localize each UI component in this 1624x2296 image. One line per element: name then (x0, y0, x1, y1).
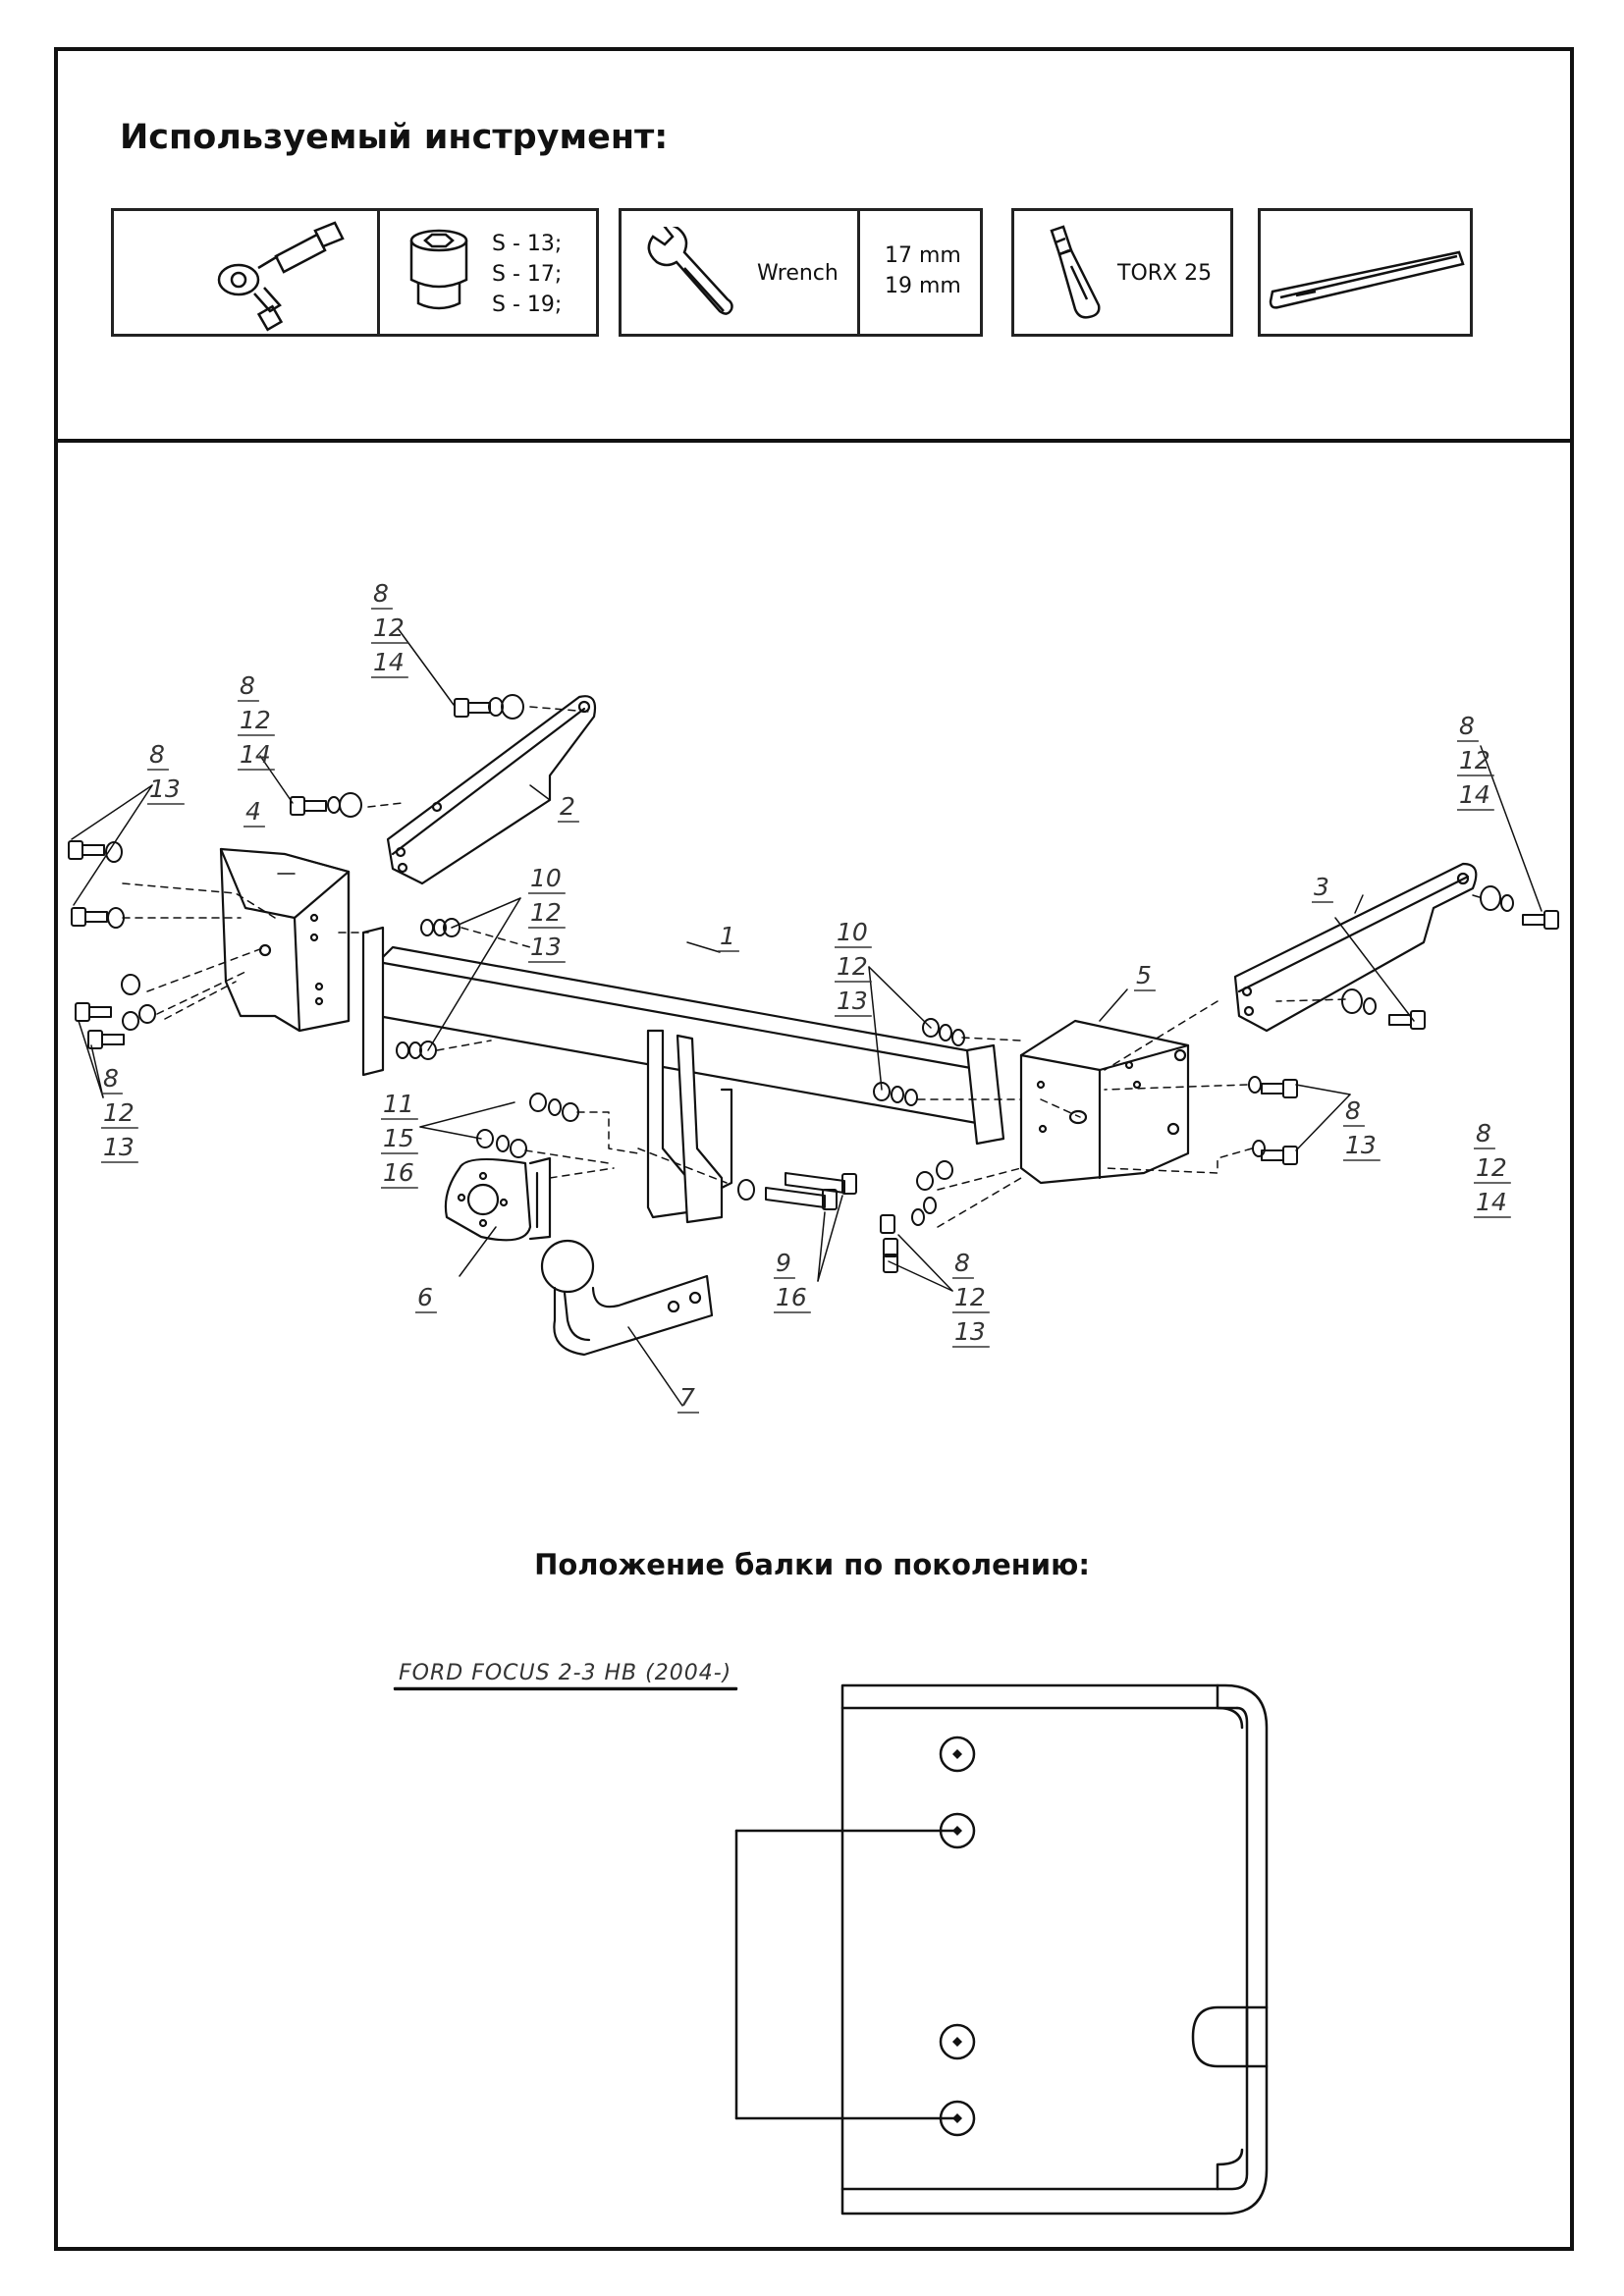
callout-group-top-left: 8 12 14 (371, 579, 408, 678)
callout-13: 13 (103, 1133, 135, 1161)
callout-14: 14 (1476, 1188, 1507, 1216)
wrench-icon (647, 227, 733, 315)
generation-heading: Положение балки по поколению: (534, 1548, 1090, 1581)
socket-icon (409, 229, 468, 310)
callout-part-7: 7 (679, 1383, 695, 1412)
callout-13: 13 (1345, 1131, 1377, 1159)
section-divider (54, 439, 1574, 443)
callout-part-6: 6 (417, 1283, 433, 1311)
callout-12: 12 (1459, 746, 1490, 774)
callout-12: 12 (954, 1283, 986, 1311)
callout-12: 12 (373, 614, 405, 642)
tool-box-ratchet-socket: S - 13; S - 17; S - 19; (111, 208, 599, 337)
socket-size-19: S - 19; (492, 293, 563, 317)
callout-part-1: 1 (720, 922, 735, 950)
pry-bar-icon (1269, 250, 1465, 309)
wrench-size-19: 19 mm (885, 274, 961, 298)
part-bracket-4 (219, 847, 351, 1033)
part-bracket-3 (1233, 862, 1478, 1033)
torx-label: TORX 25 (1117, 261, 1213, 286)
leader-lines (71, 627, 1543, 1407)
part-beam (361, 926, 1005, 1224)
callout-16: 16 (776, 1283, 807, 1311)
callout-part-2: 2 (560, 792, 575, 821)
wrench-size-17: 17 mm (885, 243, 961, 268)
beam-position-plate (393, 1683, 1269, 2216)
tool-box-separator (377, 211, 380, 334)
callout-14: 14 (373, 648, 405, 676)
callout-13: 13 (149, 774, 181, 803)
callout-12: 12 (1476, 1153, 1507, 1182)
callout-part-4: 4 (245, 797, 261, 826)
torx-bit-icon (1050, 225, 1101, 319)
callout-8: 8 (1345, 1096, 1361, 1125)
callout-group-left-lower: 8 12 13 (101, 1064, 138, 1163)
callout-group-left-upper: 8 12 14 (238, 671, 275, 771)
socket-size-17: S - 17; (492, 262, 563, 287)
callout-12: 12 (240, 706, 271, 734)
wrench-sizes: 17 mm 19 mm (885, 240, 961, 301)
callout-12: 12 (837, 952, 868, 981)
socket-size-13: S - 13; (492, 232, 563, 256)
callout-13: 13 (530, 933, 562, 961)
tool-box-torx: TORX 25 (1011, 208, 1233, 337)
assembly-lines (122, 706, 1484, 1228)
callouts: 8 12 14 8 12 14 8 13 8 12 13 10 12 13 10… (101, 579, 1511, 1414)
callout-12: 12 (530, 898, 562, 927)
tools-heading: Используемый инструмент: (120, 118, 669, 157)
callout-group-9-16: 9 16 (774, 1249, 811, 1313)
callout-11: 11 (383, 1090, 414, 1118)
callout-group-11-15-16: 11 15 16 (381, 1090, 418, 1189)
callout-group-mid: 10 12 13 (835, 918, 872, 1017)
fasteners (68, 698, 1559, 1273)
callout-group-left-bolts: 8 13 (147, 740, 185, 805)
part-bracket-5 (1019, 1019, 1190, 1185)
nuts-washers (105, 694, 1514, 1226)
ratchet-icon (217, 221, 345, 332)
tool-box-separator (857, 211, 860, 334)
callout-8: 8 (240, 671, 255, 700)
callout-group-right-upper: 8 12 14 (1457, 712, 1494, 811)
callout-8: 8 (149, 740, 165, 769)
model-label: FORD FOCUS 2-3 HB (2004-) (399, 1661, 731, 1685)
callout-10: 10 (837, 918, 868, 946)
callout-15: 15 (383, 1124, 414, 1152)
callout-group-right-lower: 8 12 14 (1474, 1119, 1511, 1218)
callout-8: 8 (103, 1064, 119, 1093)
part-socket-plate (444, 1156, 552, 1242)
callout-14: 14 (240, 740, 271, 769)
callout-8: 8 (1476, 1119, 1491, 1148)
tool-box-pry-bar (1258, 208, 1473, 337)
callout-group-mid-left: 10 12 13 (528, 864, 566, 963)
page-frame (54, 47, 1574, 2251)
callout-part-3: 3 (1314, 873, 1329, 901)
callout-13: 13 (837, 987, 868, 1015)
tool-box-wrench: Wrench 17 mm 19 mm (619, 208, 983, 337)
callout-8: 8 (1459, 712, 1475, 740)
callout-16: 16 (383, 1158, 414, 1187)
callout-13: 13 (954, 1317, 986, 1346)
callout-9: 9 (776, 1249, 791, 1277)
part-tow-ball (540, 1239, 714, 1357)
wrench-label: Wrench (757, 261, 839, 286)
callout-12: 12 (103, 1098, 135, 1127)
part-bracket-2 (386, 695, 597, 885)
callout-8: 8 (373, 579, 389, 608)
callout-group-bottom-8: 8 12 13 (952, 1249, 990, 1348)
callout-group-right-bolts: 8 13 (1343, 1096, 1380, 1161)
callout-10: 10 (530, 864, 562, 892)
callout-8: 8 (954, 1249, 970, 1277)
socket-sizes: S - 13; S - 17; S - 19; (492, 229, 562, 320)
callout-part-5: 5 (1136, 961, 1152, 989)
callout-14: 14 (1459, 780, 1490, 809)
